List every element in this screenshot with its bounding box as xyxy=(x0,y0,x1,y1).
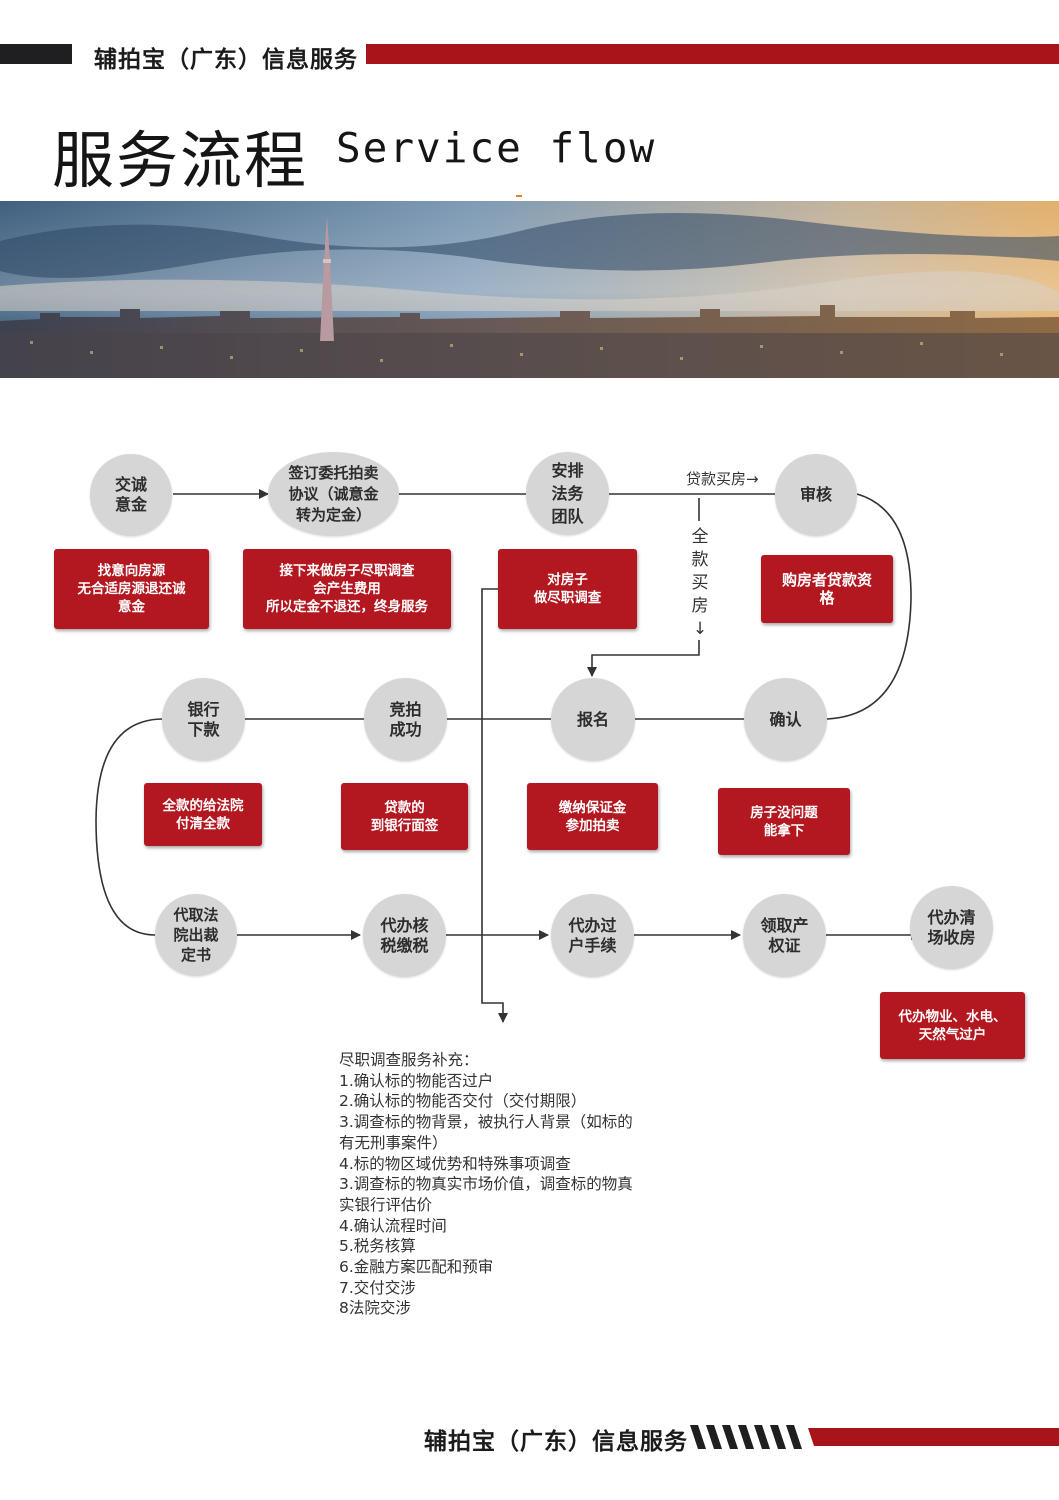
notes-line: 1.确认标的物能否过户 xyxy=(339,1071,494,1090)
footer-brand: 辅拍宝（广东）信息服务 xyxy=(424,1428,688,1455)
node-registration: 报名 xyxy=(551,678,635,761)
notes-line: 有无刑事案件） xyxy=(339,1133,448,1152)
notes-title: 尽职调查服务补充： xyxy=(339,1051,479,1069)
notes-line: 3.调查标的物真实市场价值，调查标的物真 xyxy=(339,1175,633,1194)
box-loan-signing: 贷款的 到银行面签 xyxy=(341,783,468,850)
node-court-ruling: 代取法 院出裁 定书 xyxy=(155,894,237,976)
loan-purchase-label: 贷款买房→ xyxy=(686,470,759,488)
footer-stripes xyxy=(690,1425,1059,1449)
notes-line: 实银行评估价 xyxy=(339,1195,433,1214)
notes-line: 4.确认流程时间 xyxy=(339,1216,447,1235)
node-title-deed: 领取产 权证 xyxy=(743,894,826,977)
page-title-en: Service flow xyxy=(336,124,657,172)
node-tax: 代办核 税缴税 xyxy=(363,894,446,977)
header-dark-bar xyxy=(0,44,72,64)
node-legal-team: 安排 法务 团队 xyxy=(526,452,609,535)
node-clear-possession: 代办清 场收房 xyxy=(910,886,993,969)
node-bank-loan: 银行 下款 xyxy=(162,678,245,761)
box-due-diligence: 对房子 做尽职调查 xyxy=(498,549,637,629)
node-confirm: 确认 xyxy=(744,678,827,761)
notes-line: 3.调查标的物背景，被执行人背景（如标的 xyxy=(339,1113,633,1132)
notes-line: 4.标的物区域优势和特殊事项调查 xyxy=(339,1154,571,1173)
header-red-bar xyxy=(366,44,1059,64)
notes-line: 7.交付交涉 xyxy=(339,1278,416,1297)
full-payment-label: 全 款 买 房 ↓ xyxy=(691,527,709,639)
title-accent-mark xyxy=(516,195,522,197)
box-utility-transfer: 代办物业、水电、 天然气过户 xyxy=(880,992,1025,1059)
notes-line: 6.金融方案匹配和预审 xyxy=(339,1258,494,1277)
node-earnest-money: 交诚 意金 xyxy=(90,454,172,536)
box-deposit: 缴纳保证金 参加拍卖 xyxy=(527,783,658,850)
node-sign-agreement: 签订委托拍卖 协议（诚意金 转为定金） xyxy=(268,452,399,536)
due-diligence-notes: 尽职调查服务补充： 1.确认标的物能否过户 2.确认标的物能否交付（交付期限） … xyxy=(339,1050,679,1319)
notes-line: 2.确认标的物能否交付（交付期限） xyxy=(339,1092,587,1111)
node-transfer: 代办过 户手续 xyxy=(551,894,634,977)
box-due-diligence-fee: 接下来做房子尽职调查 会产生费用 所以定金不退还，终身服务 xyxy=(243,549,451,629)
box-loan-qualification: 购房者贷款资 格 xyxy=(761,555,893,623)
notes-line: 8法院交涉 xyxy=(339,1299,411,1318)
box-full-payment: 全款的给法院 付清全款 xyxy=(144,783,262,846)
notes-line: 5.税务核算 xyxy=(339,1237,416,1256)
node-auction-success: 竞拍 成功 xyxy=(364,678,447,761)
box-property-ok: 房子没问题 能拿下 xyxy=(718,788,850,855)
header-brand: 辅拍宝（广东）信息服务 xyxy=(94,46,358,73)
page-title-cn: 服务流程 xyxy=(52,124,309,197)
city-skyline-banner xyxy=(0,201,1059,378)
box-find-property: 找意向房源 无合适房源退还诚 意金 xyxy=(54,549,209,629)
node-review: 审核 xyxy=(775,454,857,536)
